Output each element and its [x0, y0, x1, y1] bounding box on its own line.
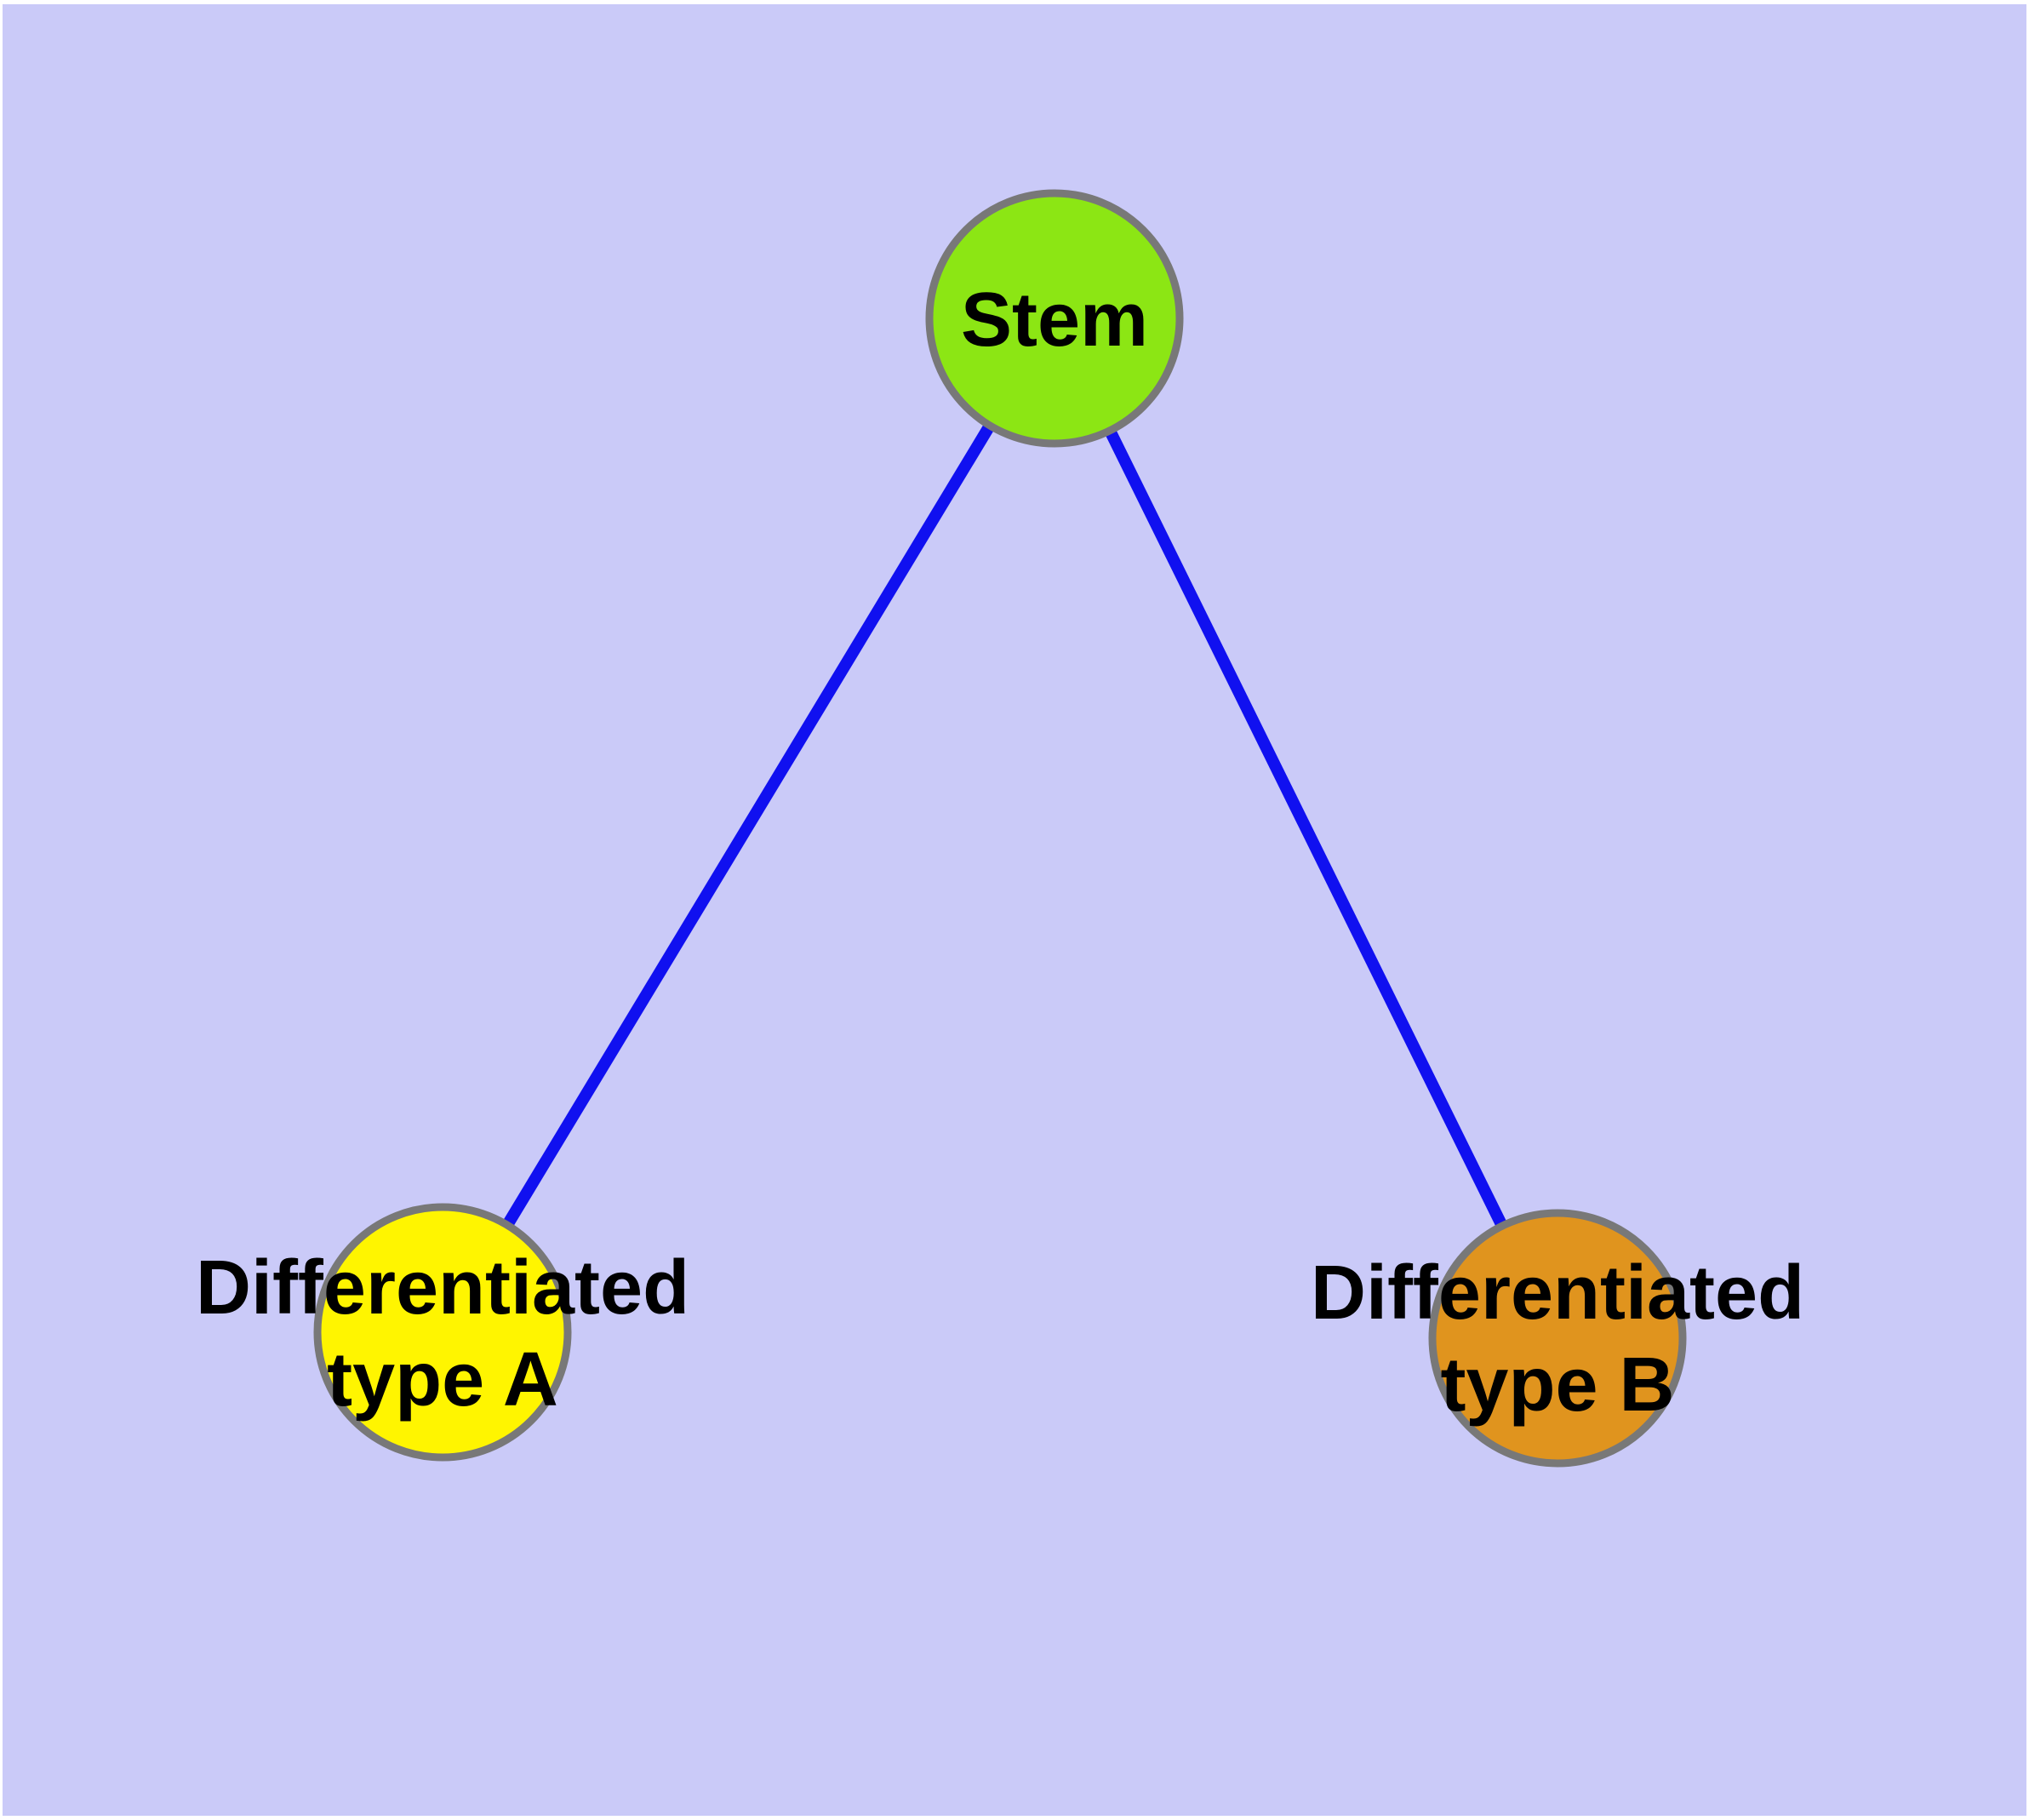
node-stem-circle — [925, 189, 1184, 448]
edge-stem-to-type-a — [437, 315, 1060, 1336]
edge-stem-to-type-b — [1049, 315, 1563, 1342]
node-type-b-circle — [1428, 1209, 1687, 1468]
node-type-a-circle — [313, 1203, 572, 1462]
